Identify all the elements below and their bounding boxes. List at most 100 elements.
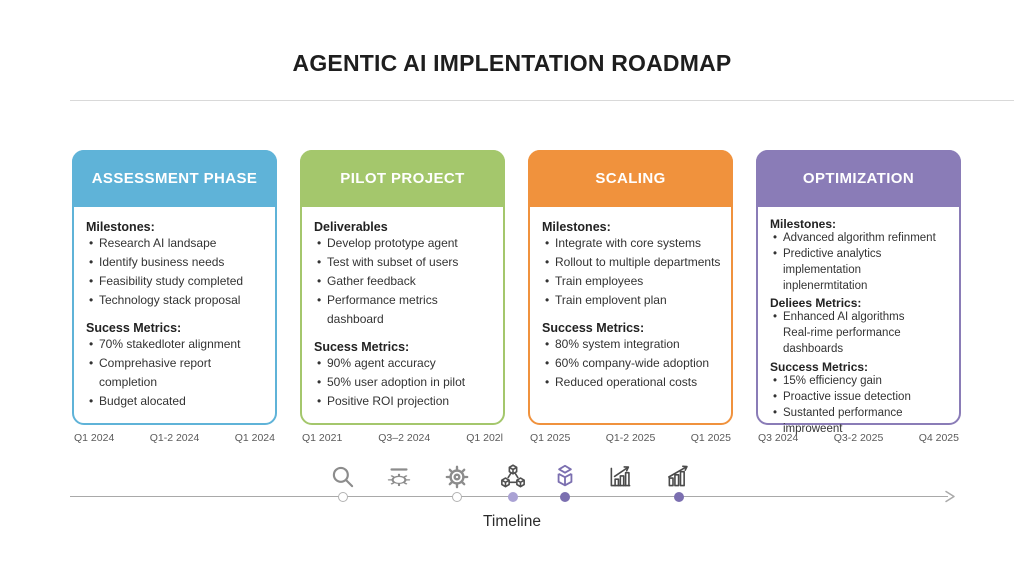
modules-icon	[501, 464, 525, 488]
bullet-text: 60% company-wide adoption	[555, 355, 710, 370]
bullet-dot: •	[317, 254, 322, 269]
bullet-dot: •	[773, 390, 778, 403]
bullet-item: •Performance metrics dashboard	[314, 291, 495, 329]
bullet-text: Proactive issue detection	[783, 390, 911, 403]
bullet-text: Technology stack proposal	[99, 292, 241, 307]
bullet-item: •Identify business needs	[86, 253, 267, 272]
pilot-card-title: PILOT PROJECT	[300, 150, 505, 207]
bullet-text: Integrate with core systems	[555, 236, 702, 250]
bullet-dot: •	[89, 355, 94, 370]
bullet-dot: •	[545, 273, 550, 288]
quarter-label: Q1 2024	[74, 432, 115, 444]
timeline-label: Timeline	[483, 513, 541, 530]
bullet-dot: •	[89, 292, 94, 307]
bullet-dot: •	[545, 292, 550, 307]
bullet-item: •Train employees	[542, 272, 723, 291]
section-heading: Sucess Metrics:	[314, 339, 410, 354]
quarter-label: Q3–2 2024	[378, 432, 431, 444]
bullet-dot: •	[773, 232, 778, 244]
bullet-dot: •	[545, 355, 550, 370]
bullet-item: •Gather feedback	[314, 272, 495, 291]
timeline-dot	[508, 492, 518, 502]
bullet-list: • 15% efficiency gain • Proactive issue det…	[770, 374, 951, 437]
section-heading: Milestones:	[86, 220, 155, 234]
bullet-text: Predictive analytics implementation inpl…	[783, 247, 882, 292]
bullet-dot: •	[89, 254, 94, 269]
assessment-quarter-labels: Q1 2024 Q1-2 2024 Q1 2024	[72, 432, 277, 444]
phase-column-scaling: SCALING Milestones:•Integrate with core …	[528, 150, 733, 444]
optimization-card-title: OPTIMIZATION	[756, 150, 961, 207]
bullet-dot: •	[317, 355, 322, 370]
bullet-text: Positive ROI projection	[327, 393, 450, 408]
quarter-label: Q3-2 2025	[833, 432, 884, 444]
bullet-text: Research AI landsape	[99, 236, 217, 250]
section-heading: Sucess Metrics:	[86, 320, 182, 335]
bullet-dot: •	[773, 375, 778, 388]
pilot-card-body: Deliverables•Develop prototype agent•Tes…	[302, 207, 503, 411]
bullet-item: • 90% agent accuracy	[314, 354, 495, 373]
bullet-dot: •	[317, 393, 322, 408]
optimization-card-body: Milestones:•Advanced algorithm refinment…	[758, 207, 959, 437]
bullet-item: •Rollout to multiple departments	[542, 253, 723, 272]
scaling-card-title: SCALING	[528, 150, 733, 207]
bullet-dot: •	[317, 292, 322, 307]
section-heading: Success Metrics:	[542, 320, 645, 335]
bullet-text: Train emplovent plan	[555, 292, 667, 307]
section-heading: Deliverables	[314, 220, 388, 234]
bullet-item: •80% system integration	[542, 335, 723, 354]
bullet-dot: •	[773, 406, 778, 419]
section-heading: Milestones:	[770, 217, 837, 231]
bullet-list: • Research AI landsape •Identify business …	[86, 234, 267, 310]
bullet-item: • Reduced operational costs	[542, 373, 723, 392]
bullet-item: • 60% company-wide adoption	[542, 354, 723, 373]
bullet-text: Feasibility study completed	[99, 273, 244, 288]
bullet-list: •Integrate with core systems•Rollout to …	[542, 234, 723, 310]
bullet-item: •70% stakedloter alignment	[86, 335, 267, 354]
bullet-item: • Feasibility study completed	[86, 272, 267, 291]
timeline-dot	[452, 492, 462, 502]
bullet-text: Reduced operational costs	[555, 374, 698, 389]
bullet-text: 80% system integration	[555, 336, 680, 351]
quarter-label: Q1 2024	[234, 432, 275, 444]
quarter-label: Q1 2025	[530, 432, 571, 444]
quarter-label: Q3 2024	[758, 432, 799, 444]
bullet-text: Enhanced AI algorithms Real-rime perform…	[783, 311, 905, 356]
bullet-text: 90% agent accuracy	[327, 355, 436, 370]
cube-icon	[557, 464, 573, 487]
bullet-item: •Comprehasive report completion	[86, 354, 267, 392]
growth-chart-icon	[668, 465, 688, 487]
bullet-item: •Advanced algorithm refinment	[770, 231, 951, 247]
bullet-list: •Advanced algorithm refinment• Predictive…	[770, 231, 951, 294]
bullet-dot: •	[89, 393, 94, 408]
scaling-card-body: Milestones:•Integrate with core systems•…	[530, 207, 731, 392]
page-title: AGENTIC AI IMPLENTATION ROADMAP	[292, 50, 732, 76]
quarter-label: Q1-2 2024	[149, 432, 200, 444]
assessment-card-title: ASSESSMENT PHASE	[72, 150, 277, 207]
optimization-card: OPTIMIZATION Milestones:•Advanced algori…	[756, 150, 961, 435]
header-divider	[70, 100, 1014, 101]
gear-icon	[445, 465, 469, 489]
bullet-text: Test with subset of users	[327, 254, 459, 269]
section-heading: Success Metrics:	[770, 360, 869, 375]
bullet-text: 15% efficiency gain	[783, 375, 882, 388]
compressed-gear-icon	[387, 468, 411, 487]
section-heading: Milestones:	[542, 220, 611, 234]
bullet-item: •Budget alocated	[86, 392, 267, 411]
bullet-dot: •	[773, 247, 778, 260]
bullet-dot: •	[317, 374, 322, 389]
timeline-dot	[674, 492, 684, 502]
assessment-card: ASSESSMENT PHASE Milestones: • Research AI…	[72, 150, 277, 425]
quarter-label: Q1-2 2025	[605, 432, 656, 444]
bullet-dot: •	[89, 273, 94, 288]
bullet-item: •Develop prototype agent	[314, 234, 495, 253]
bullet-item: •50% user adoption in pilot	[314, 373, 495, 392]
bullet-list: •80% system integration•60% company-wide…	[542, 335, 723, 392]
bullet-text: Rollout to multiple departments	[555, 254, 721, 269]
bullet-list: •Enhanced AI algorithms Real-rime perfor…	[770, 310, 951, 358]
quarter-label: Q1 202l	[466, 432, 503, 444]
bullet-item: • Positive ROI projection	[314, 392, 495, 411]
bullet-dot: •	[545, 374, 550, 389]
bullet-item: •Integrate with core systems	[542, 234, 723, 253]
bullet-list: • 90% agent accuracy •50% user adoption in…	[314, 354, 495, 411]
bullet-item: • Technology stack proposal	[86, 291, 267, 310]
